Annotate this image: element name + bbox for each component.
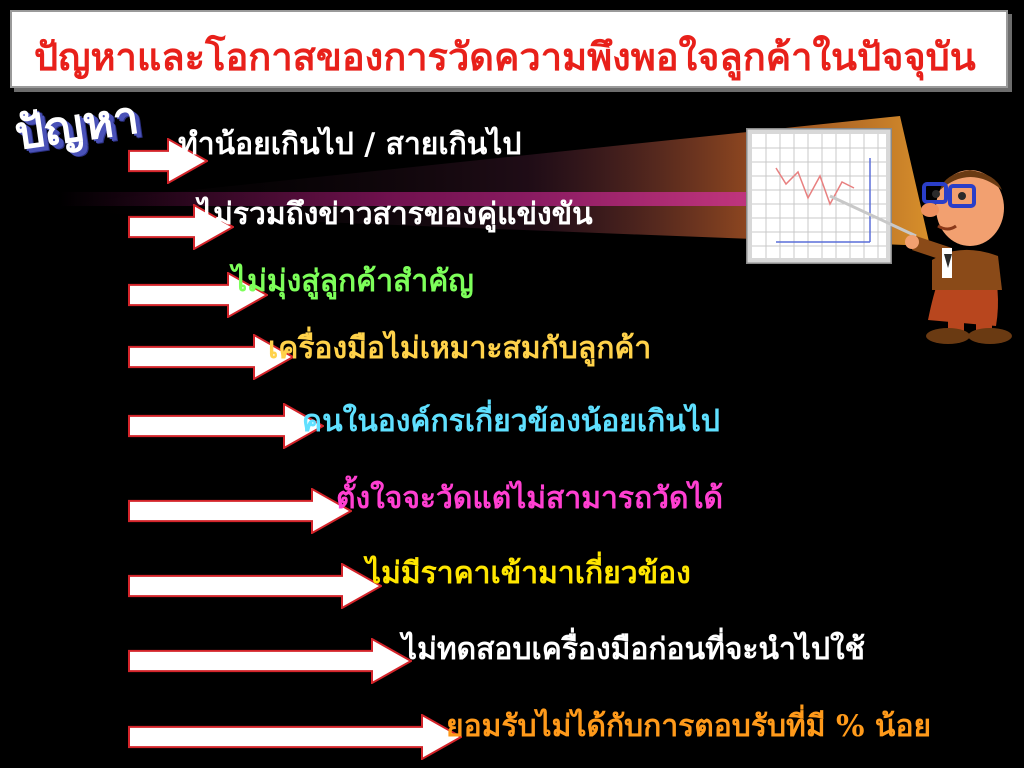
problem-item-text: คนในองค์กรเกี่ยวข้องน้อยเกินไป [302, 404, 720, 439]
problem-item-text: ไม่รวมถึงข่าวสารของคู่แข่งขัน [198, 197, 593, 232]
right-arrow-icon [128, 138, 208, 184]
right-arrow-icon [128, 272, 268, 318]
problem-item-text: ตั้งใจจะวัดแต่ไม่สามารถวัดได้ [336, 481, 724, 516]
right-arrow-icon [128, 714, 462, 760]
problem-item-text: ไม่มีราคาเข้ามาเกี่ยวข้อง [366, 556, 691, 591]
right-arrow-icon [128, 403, 324, 449]
problem-item-text: ยอมรับไม่ได้กับการตอบรับที่มี % น้อย [446, 709, 932, 744]
problem-heading: ปัญหา [11, 89, 143, 161]
problem-item-text: ทำน้อยเกินไป / สายเกินไป [178, 127, 522, 162]
teacher-pointing-icon [829, 170, 1012, 344]
right-arrow-icon [128, 204, 234, 250]
right-arrow-icon [128, 563, 382, 609]
title-box: ปัญหาและโอกาสของการวัดความพึงพอใจลูกค้าใ… [10, 10, 1008, 88]
right-arrow-icon [128, 334, 294, 380]
problem-item-text: เครื่องมือไม่เหมาะสมกับลูกค้า [268, 331, 652, 366]
chart-board-icon [746, 128, 892, 264]
problem-item-text: ไม่มุ่งสู่ลูกค้าสำคัญ [232, 264, 474, 299]
slide-title: ปัญหาและโอกาสของการวัดความพึงพอใจลูกค้าใ… [34, 34, 976, 79]
right-arrow-icon [128, 488, 352, 534]
problem-item-text: ไม่ทดสอบเครื่องมือก่อนที่จะนำไปใช้ [402, 632, 866, 667]
right-arrow-icon [128, 638, 412, 684]
